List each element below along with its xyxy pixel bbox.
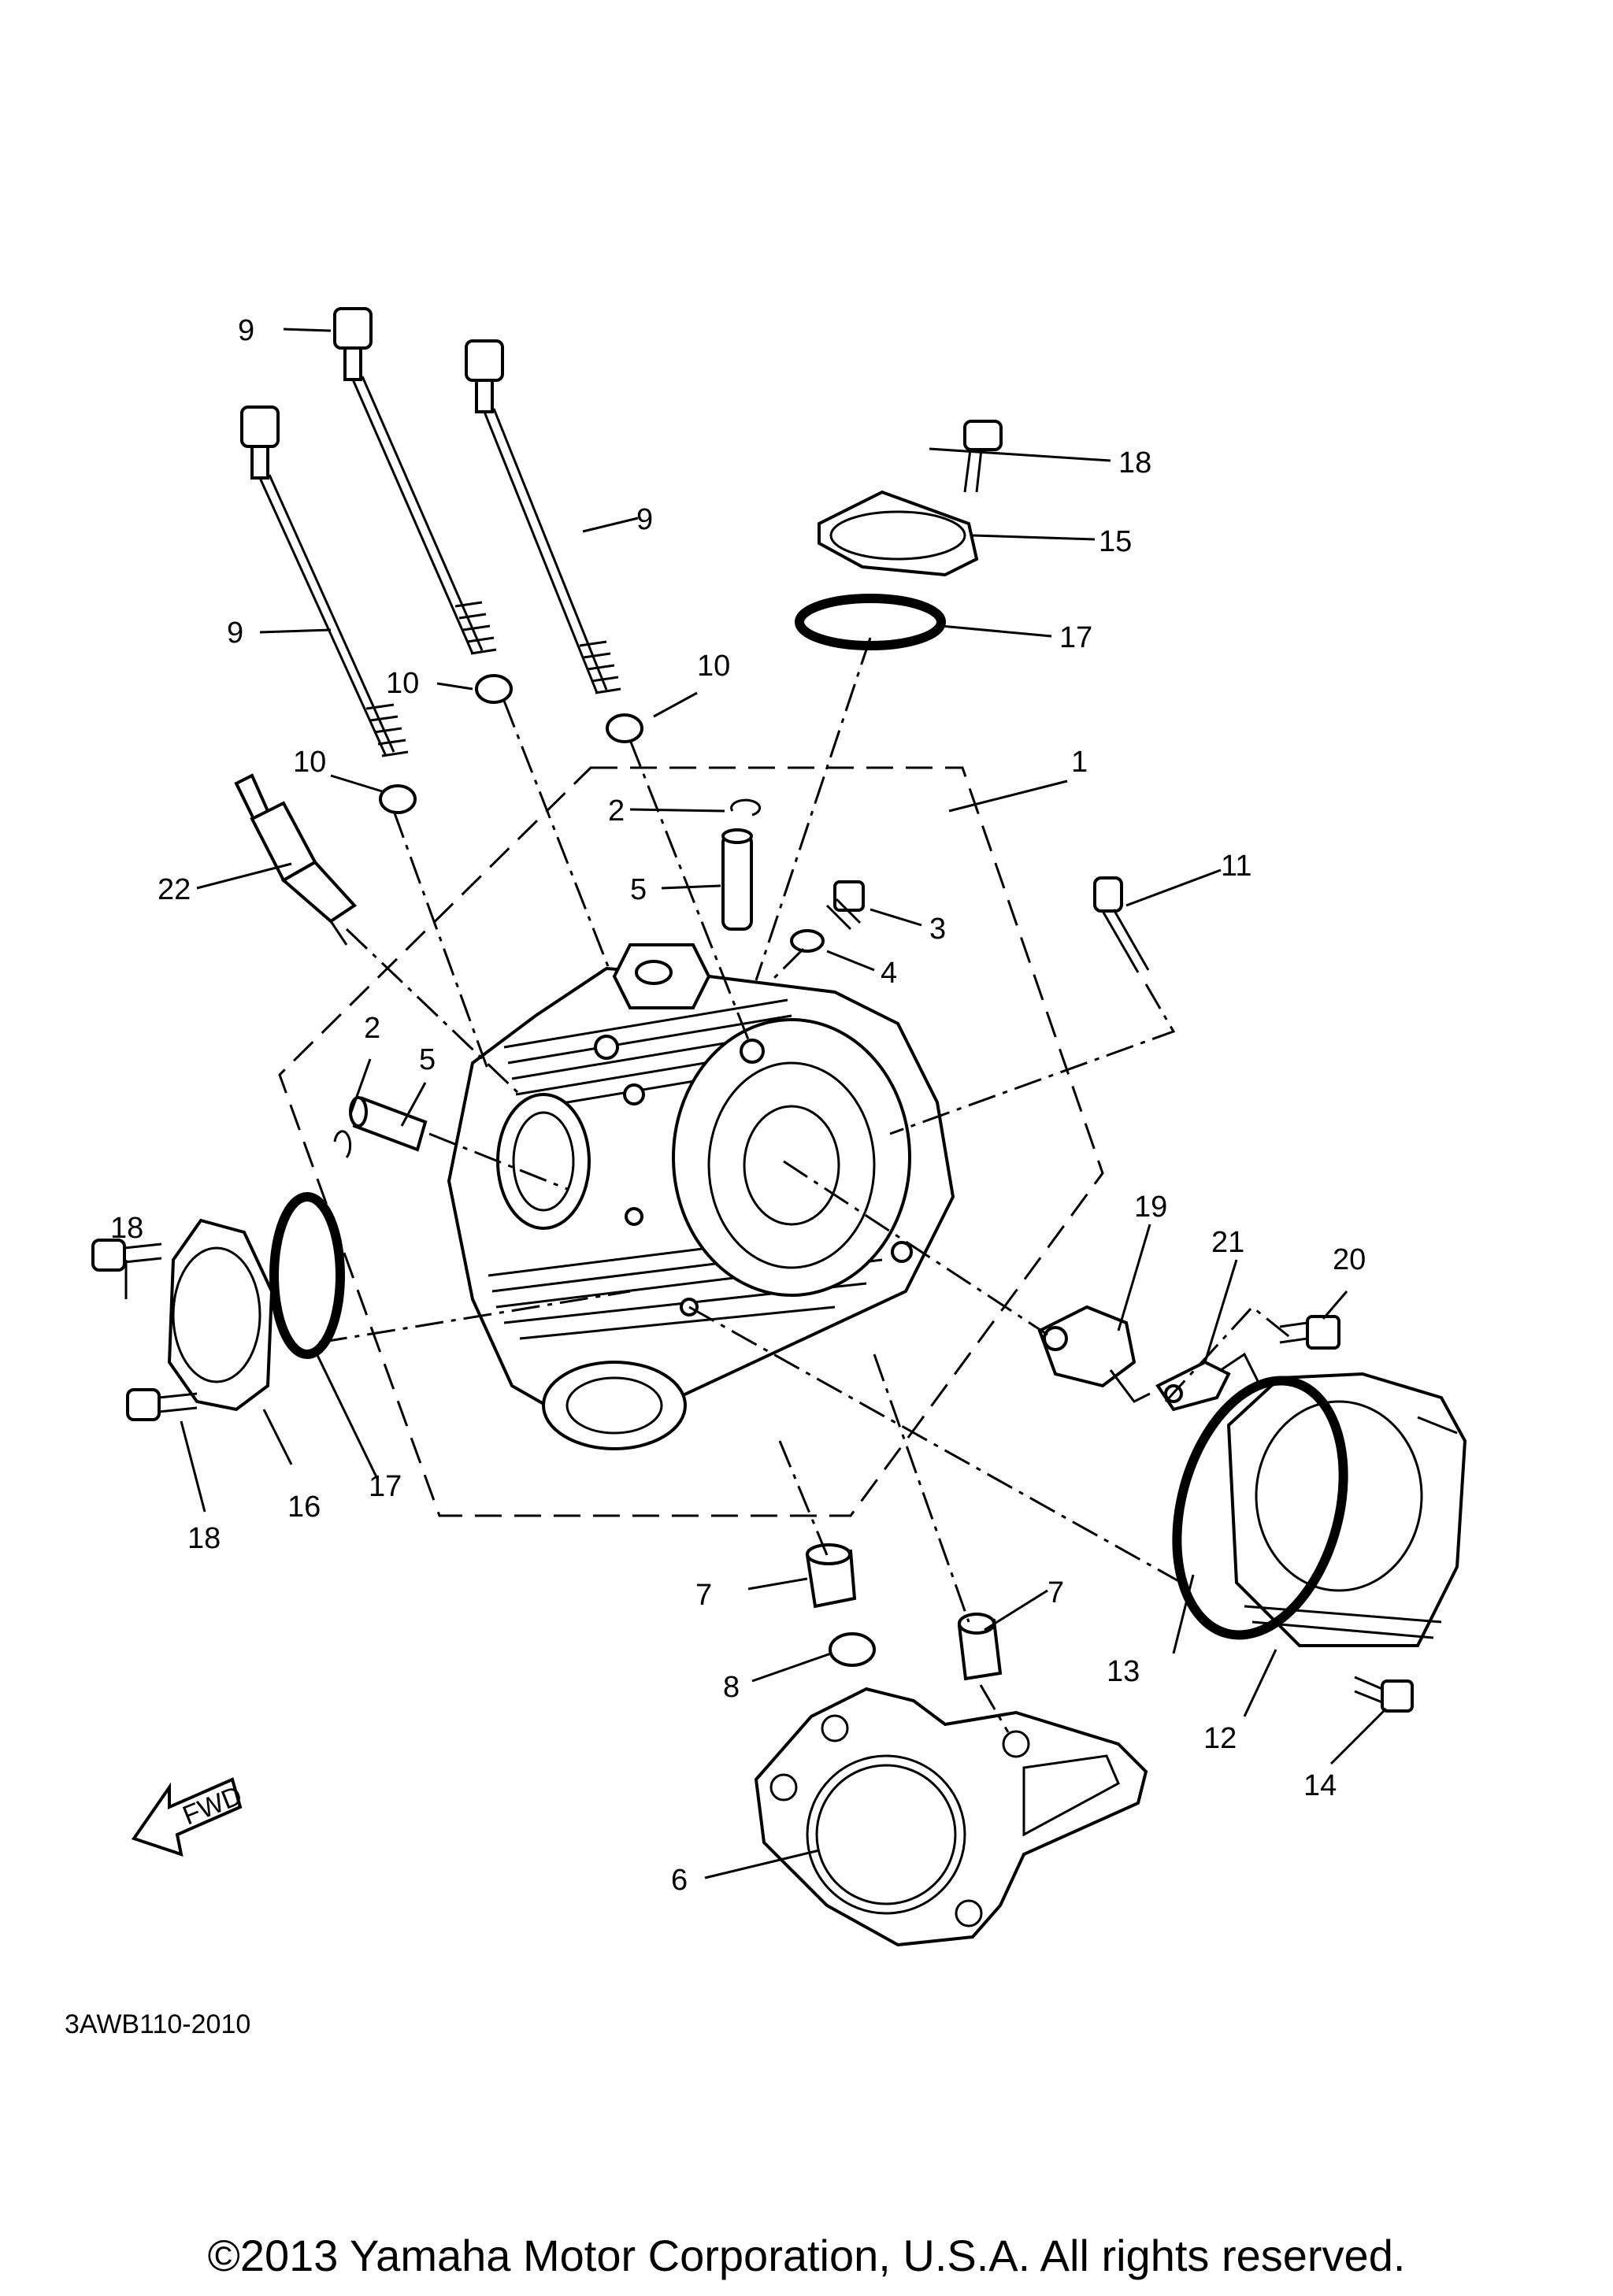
dowel-7-left <box>805 1543 857 1609</box>
cam-cap-upper <box>818 420 1003 577</box>
alignment-lines <box>318 637 1292 1733</box>
washer-right <box>606 713 643 743</box>
bolt-11 <box>1093 876 1150 973</box>
bolt-20 <box>1279 1315 1340 1350</box>
washer-middle <box>475 674 513 704</box>
o-ring-13 <box>1172 1376 1348 1640</box>
callout-2-upper: 2 <box>608 794 625 828</box>
callout-22: 22 <box>158 873 191 906</box>
head-bolt-right <box>465 339 621 694</box>
callout-20: 20 <box>1333 1243 1366 1276</box>
assembly-boundary <box>278 766 1104 1517</box>
clip-lower <box>333 1130 352 1158</box>
callout-2-lower: 2 <box>364 1012 380 1045</box>
cylinder-head-gasket <box>754 1687 1148 1947</box>
callout-18-left-lower: 18 <box>187 1522 221 1555</box>
o-ring-upper <box>795 594 946 650</box>
callout-8: 8 <box>723 1671 740 1704</box>
callout-7-right: 7 <box>1048 1576 1064 1609</box>
callout-9-right: 9 <box>636 503 653 536</box>
callout-1: 1 <box>1071 746 1088 779</box>
callout-5-lower: 5 <box>419 1043 436 1076</box>
o-ring-left <box>269 1192 345 1359</box>
callout-21: 21 <box>1211 1226 1244 1259</box>
bolt-left-upper <box>91 1239 162 1272</box>
callout-9-top: 9 <box>238 314 254 347</box>
callout-13: 13 <box>1107 1655 1140 1688</box>
callout-7-left: 7 <box>695 1579 712 1612</box>
dowel-upper <box>721 828 753 931</box>
spark-plug <box>234 773 358 946</box>
head-bolt-middle <box>333 307 497 655</box>
callout-3: 3 <box>929 913 946 946</box>
cylinder-head <box>447 943 955 1450</box>
bolt-14 <box>1354 1676 1414 1713</box>
callout-10-left: 10 <box>293 746 326 779</box>
callout-4: 4 <box>881 957 897 990</box>
callout-19: 19 <box>1134 1191 1167 1224</box>
callout-15: 15 <box>1099 525 1132 558</box>
leader-lines <box>124 328 1388 1879</box>
diagram-code: 3AWB110-2010 <box>65 2009 250 2039</box>
bracket-21 <box>1155 1352 1262 1412</box>
callout-5-upper: 5 <box>630 873 647 906</box>
fwd-arrow-icon: FWD <box>131 1777 247 1857</box>
bolt-3 <box>825 880 865 931</box>
callout-17-upper: 17 <box>1059 621 1092 654</box>
callout-16: 16 <box>287 1491 321 1524</box>
bolt-left-lower <box>126 1388 198 1421</box>
washer-left <box>379 784 417 814</box>
washer-8 <box>829 1632 876 1667</box>
callouts: 9 18 15 17 9 9 10 10 10 1 2 5 3 4 11 22 … <box>110 314 1366 1897</box>
washer-4 <box>790 929 825 953</box>
side-cap-left <box>91 1218 274 1421</box>
callout-12: 12 <box>1203 1722 1237 1755</box>
callout-18-upper: 18 <box>1118 446 1151 480</box>
callout-9-left: 9 <box>227 617 243 650</box>
callout-10-right: 10 <box>697 650 730 683</box>
callout-18-left-upper: 18 <box>110 1212 143 1245</box>
callout-14: 14 <box>1303 1769 1337 1802</box>
callout-6: 6 <box>671 1864 688 1897</box>
callout-10-middle: 10 <box>386 667 419 700</box>
tensioner-19 <box>1037 1305 1151 1403</box>
callout-11: 11 <box>1221 850 1251 883</box>
clip-upper <box>730 798 762 817</box>
head-bolt-left <box>240 406 409 757</box>
copyright-notice: ©2013 Yamaha Motor Corporation, U.S.A. A… <box>207 2231 1406 2280</box>
callout-17-left: 17 <box>369 1470 402 1503</box>
side-cover-12 <box>1226 1372 1467 1647</box>
